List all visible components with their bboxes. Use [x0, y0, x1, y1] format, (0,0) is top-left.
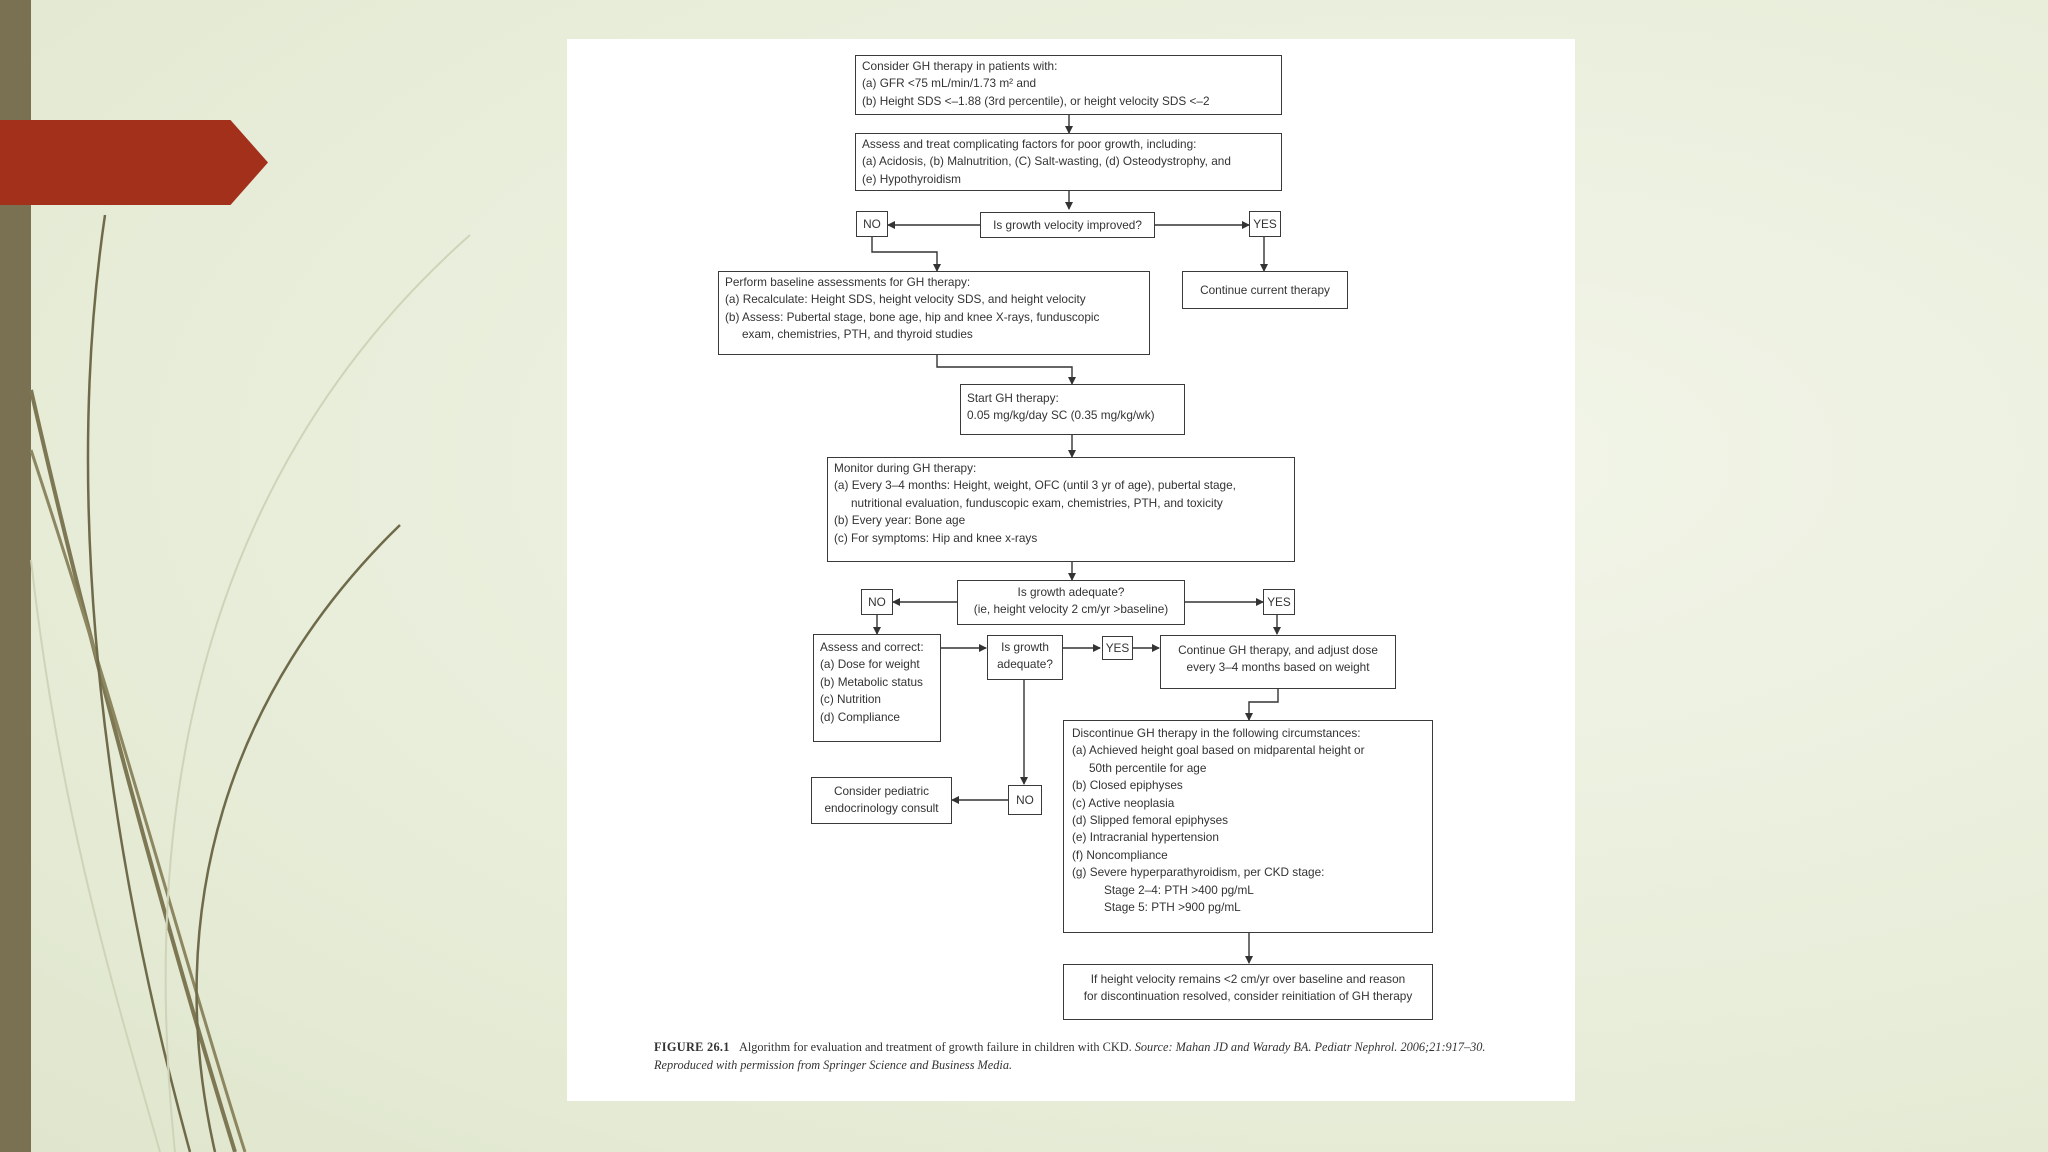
question-growth-velocity-improved: Is growth velocity improved?	[980, 212, 1155, 238]
decision-no-1: NO	[856, 211, 888, 237]
box-text: (c) For symptoms: Hip and knee x-rays	[834, 530, 1038, 545]
reinitiation-box: If height velocity remains <2 cm/yr over…	[1063, 964, 1433, 1020]
box-text: (c) Active neoplasia	[1072, 795, 1175, 810]
box-text: (b) Metabolic status	[820, 674, 923, 689]
box-text: Perform baseline assessments for GH ther…	[725, 275, 971, 289]
box-text: for discontinuation resolved, consider r…	[1083, 989, 1413, 1004]
box-text: (f) Noncompliance	[1072, 847, 1168, 862]
box-text: (ie, height velocity 2 cm/yr >baseline)	[973, 602, 1169, 617]
box-text: (b) Closed epiphyses	[1072, 778, 1183, 793]
box-text: (e) Intracranial hypertension	[1072, 830, 1219, 845]
box-text: endocrinology consult	[824, 801, 939, 816]
decision-no-3: NO	[1008, 785, 1042, 815]
flowchart-figure: Consider GH therapy in patients with: (a…	[567, 39, 1575, 1101]
box-text: (a) Dose for weight	[820, 657, 920, 672]
continue-gh-therapy-box: Continue GH therapy, and adjust dose eve…	[1160, 635, 1396, 689]
caption-source: Source: Mahan JD and Warady BA. Pediatr …	[654, 1040, 1486, 1072]
box-text: (a) Every 3–4 months: Height, weight, OF…	[834, 478, 1236, 493]
box-text: every 3–4 months based on weight	[1186, 660, 1370, 675]
decision-no-2: NO	[861, 589, 893, 615]
box-text: Start GH therapy:	[967, 391, 1059, 405]
box-text: Stage 5: PTH >900 pg/mL	[1104, 900, 1241, 915]
box-text: exam, chemistries, PTH, and thyroid stud…	[742, 327, 973, 342]
baseline-assessments-box: Perform baseline assessments for GH ther…	[718, 271, 1150, 355]
box-text: (a) Recalculate: Height SDS, height velo…	[725, 292, 1086, 307]
monitor-gh-therapy-box: Monitor during GH therapy: (a) Every 3–4…	[827, 457, 1295, 562]
box-text: Monitor during GH therapy:	[834, 461, 977, 475]
box-text: (b) Every year: Bone age	[834, 513, 966, 528]
assess-and-correct-box: Assess and correct: (a) Dose for weight …	[813, 634, 941, 742]
slide-accent-arrow	[0, 120, 268, 205]
question-growth-adequate-baseline: Is growth adequate? (ie, height velocity…	[957, 580, 1185, 625]
box-text: nutritional evaluation, funduscopic exam…	[851, 495, 1223, 510]
box-text: Assess and treat complicating factors fo…	[862, 137, 1197, 151]
decision-yes-3: YES	[1102, 636, 1133, 660]
figure-caption: FIGURE 26.1 Algorithm for evaluation and…	[654, 1038, 1534, 1074]
box-text: (c) Nutrition	[820, 692, 881, 707]
box-text: Consider pediatric	[833, 784, 930, 798]
box-text: (b) Height SDS <–1.88 (3rd percentile), …	[862, 93, 1210, 108]
continue-current-therapy-box: Continue current therapy	[1182, 271, 1348, 309]
box-text: (g) Severe hyperparathyroidism, per CKD …	[1072, 865, 1325, 880]
box-text: Is growth	[1001, 640, 1049, 654]
decision-yes-2: YES	[1263, 589, 1295, 615]
box-text: (a) GFR <75 mL/min/1.73 m² and	[862, 76, 1037, 91]
box-text: 50th percentile for age	[1089, 760, 1207, 775]
assess-complicating-factors-box: Assess and treat complicating factors fo…	[855, 133, 1282, 191]
start-gh-therapy-box: Start GH therapy: 0.05 mg/kg/day SC (0.3…	[960, 384, 1185, 435]
box-text: Consider GH therapy in patients with:	[862, 59, 1058, 73]
box-text: Stage 2–4: PTH >400 pg/mL	[1104, 882, 1254, 897]
consider-gh-therapy-box: Consider GH therapy in patients with: (a…	[855, 55, 1282, 115]
question-growth-adequate: Is growth adequate?	[987, 635, 1063, 680]
box-text: (d) Compliance	[820, 709, 900, 724]
caption-label: FIGURE 26.1	[654, 1040, 730, 1054]
caption-title: Algorithm for evaluation and treatment o…	[738, 1040, 1132, 1054]
box-text: Assess and correct:	[820, 640, 924, 654]
box-text: Continue GH therapy, and adjust dose	[1178, 643, 1378, 657]
box-text: Discontinue GH therapy in the following …	[1072, 726, 1361, 740]
box-text: (e) Hypothyroidism	[862, 171, 961, 186]
decision-yes-1: YES	[1249, 211, 1281, 237]
discontinue-gh-therapy-box: Discontinue GH therapy in the following …	[1063, 720, 1433, 933]
box-text: 0.05 mg/kg/day SC (0.35 mg/kg/wk)	[967, 408, 1155, 423]
flowchart-connectors	[871, 115, 1281, 964]
box-text: If height velocity remains <2 cm/yr over…	[1090, 972, 1406, 986]
box-text: (a) Acidosis, (b) Malnutrition, (C) Salt…	[862, 154, 1231, 169]
box-text: (b) Assess: Pubertal stage, bone age, hi…	[725, 309, 1100, 324]
decorative-swooshes	[29, 214, 471, 1152]
endocrinology-consult-box: Consider pediatric endocrinology consult	[811, 777, 952, 824]
box-text: adequate?	[997, 657, 1053, 672]
box-text: (a) Achieved height goal based on midpar…	[1072, 743, 1365, 758]
box-text: (d) Slipped femoral epiphyses	[1072, 813, 1229, 828]
box-text: Is growth adequate?	[1017, 585, 1125, 599]
